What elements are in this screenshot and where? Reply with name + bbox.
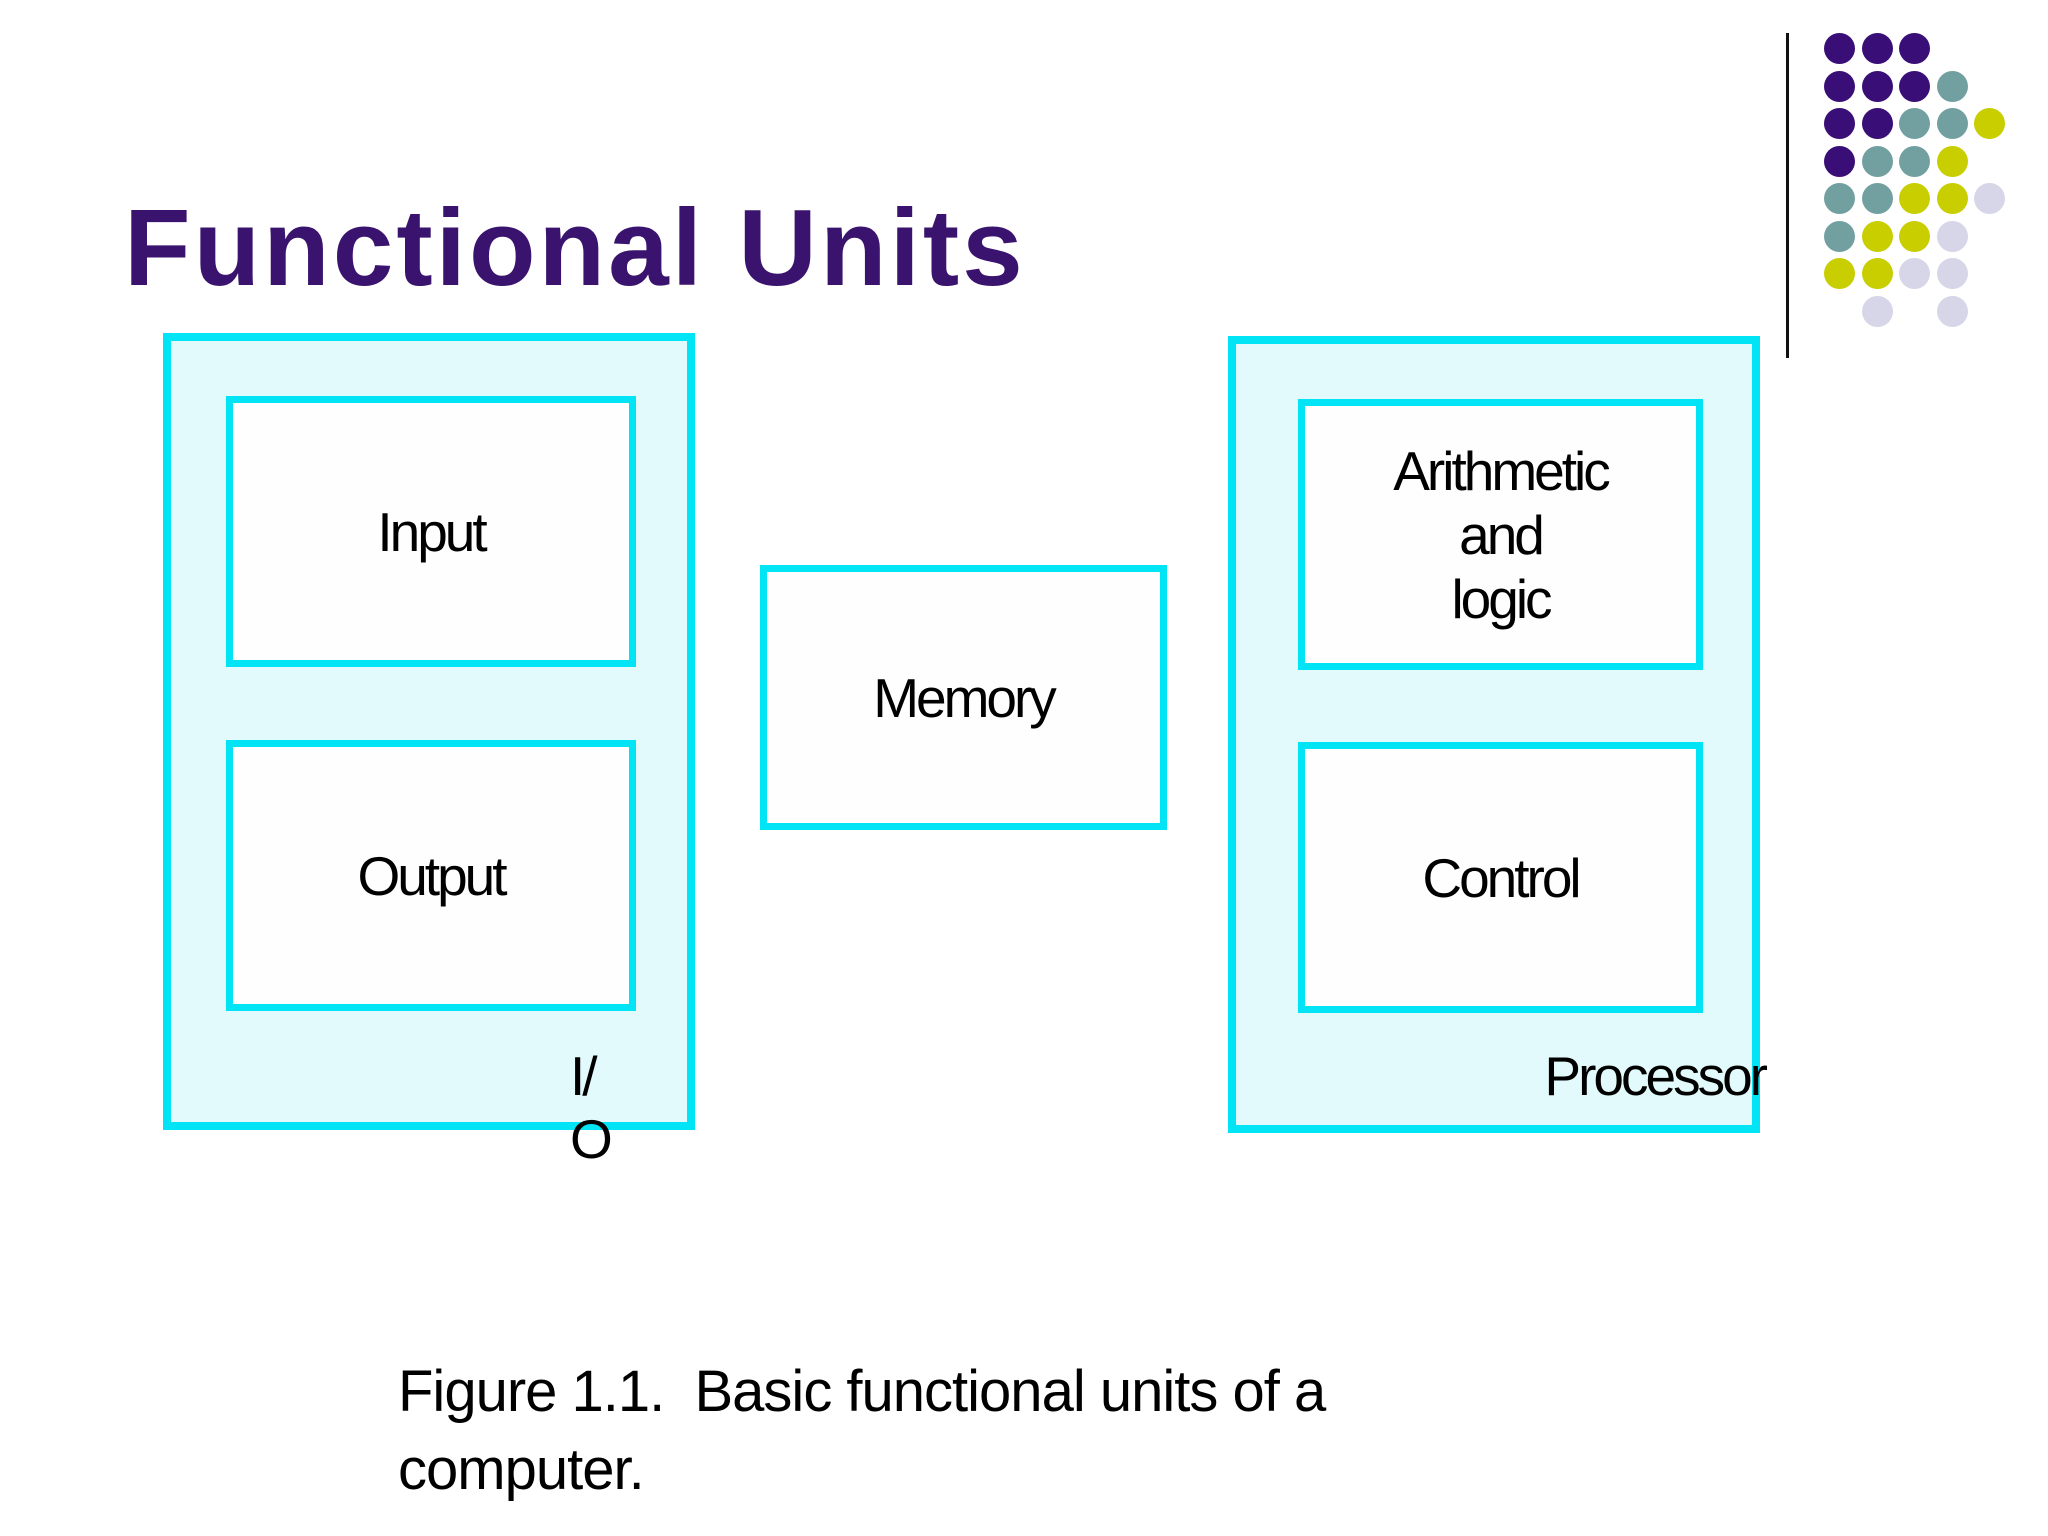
input-label: Input [377,500,487,563]
decorative-dot [1936,70,1968,102]
decorative-dot [1899,108,1930,139]
io-group-label-line2: O [570,1108,613,1170]
decorative-dot [1936,295,1968,327]
decorative-dot [1936,220,1968,252]
decorative-dot [1824,183,1855,214]
decorative-dot [1861,145,1893,177]
decorative-vertical-line [1786,33,1789,358]
memory-box: Memory [760,565,1167,830]
arithmetic-logic-label: Arithmetic and logic [1393,439,1610,631]
io-group-label: I/ O [570,1045,690,1171]
figure-caption-line1: Figure 1.1. Basic functional units of a [398,1359,1326,1424]
decorative-dot [1936,108,1968,139]
alu-label-line3: logic [1451,567,1552,630]
processor-group-label: Processor [1544,1045,1768,1107]
decorative-dot [1936,258,1968,289]
decorative-dot [1861,295,1893,327]
decorative-dot [1861,183,1893,214]
output-box: Output [226,740,636,1011]
decorative-dot [1861,108,1893,139]
decorative-dot [1936,145,1968,177]
decorative-dot [1824,33,1855,64]
memory-label: Memory [873,666,1057,729]
decorative-dot [1899,183,1930,214]
decorative-dot [1974,183,2005,214]
alu-label-line1: Arithmetic [1393,439,1610,502]
decorative-dot [1824,145,1855,177]
input-box: Input [226,396,636,667]
decorative-dot [1899,33,1930,64]
decorative-dot [1899,220,1930,252]
output-label: Output [357,844,507,907]
decorative-dot [1899,145,1930,177]
figure-caption-line2: computer. [398,1437,645,1502]
decorative-dot [1824,70,1855,102]
io-group-label-line1: I/ [570,1045,598,1107]
decorative-dot [1824,220,1855,252]
slide-title: Functional Units [124,187,1026,309]
arithmetic-logic-box: Arithmetic and logic [1298,399,1703,670]
decorative-dot [1936,183,1968,214]
decorative-dot [1824,108,1855,139]
alu-label-line2: and [1459,503,1545,566]
decorative-dot [1899,258,1930,289]
decorative-dot [1861,258,1893,289]
decorative-dot-pattern [1824,33,2024,353]
control-box: Control [1298,742,1703,1013]
decorative-dot [1899,70,1930,102]
control-label: Control [1422,846,1581,909]
decorative-dot [1824,258,1855,289]
figure-caption: Figure 1.1. Basic functional units of a … [398,1353,1498,1509]
decorative-dot [1861,33,1893,64]
decorative-dot [1861,220,1893,252]
decorative-dot [1861,70,1893,102]
decorative-dot [1974,108,2005,139]
